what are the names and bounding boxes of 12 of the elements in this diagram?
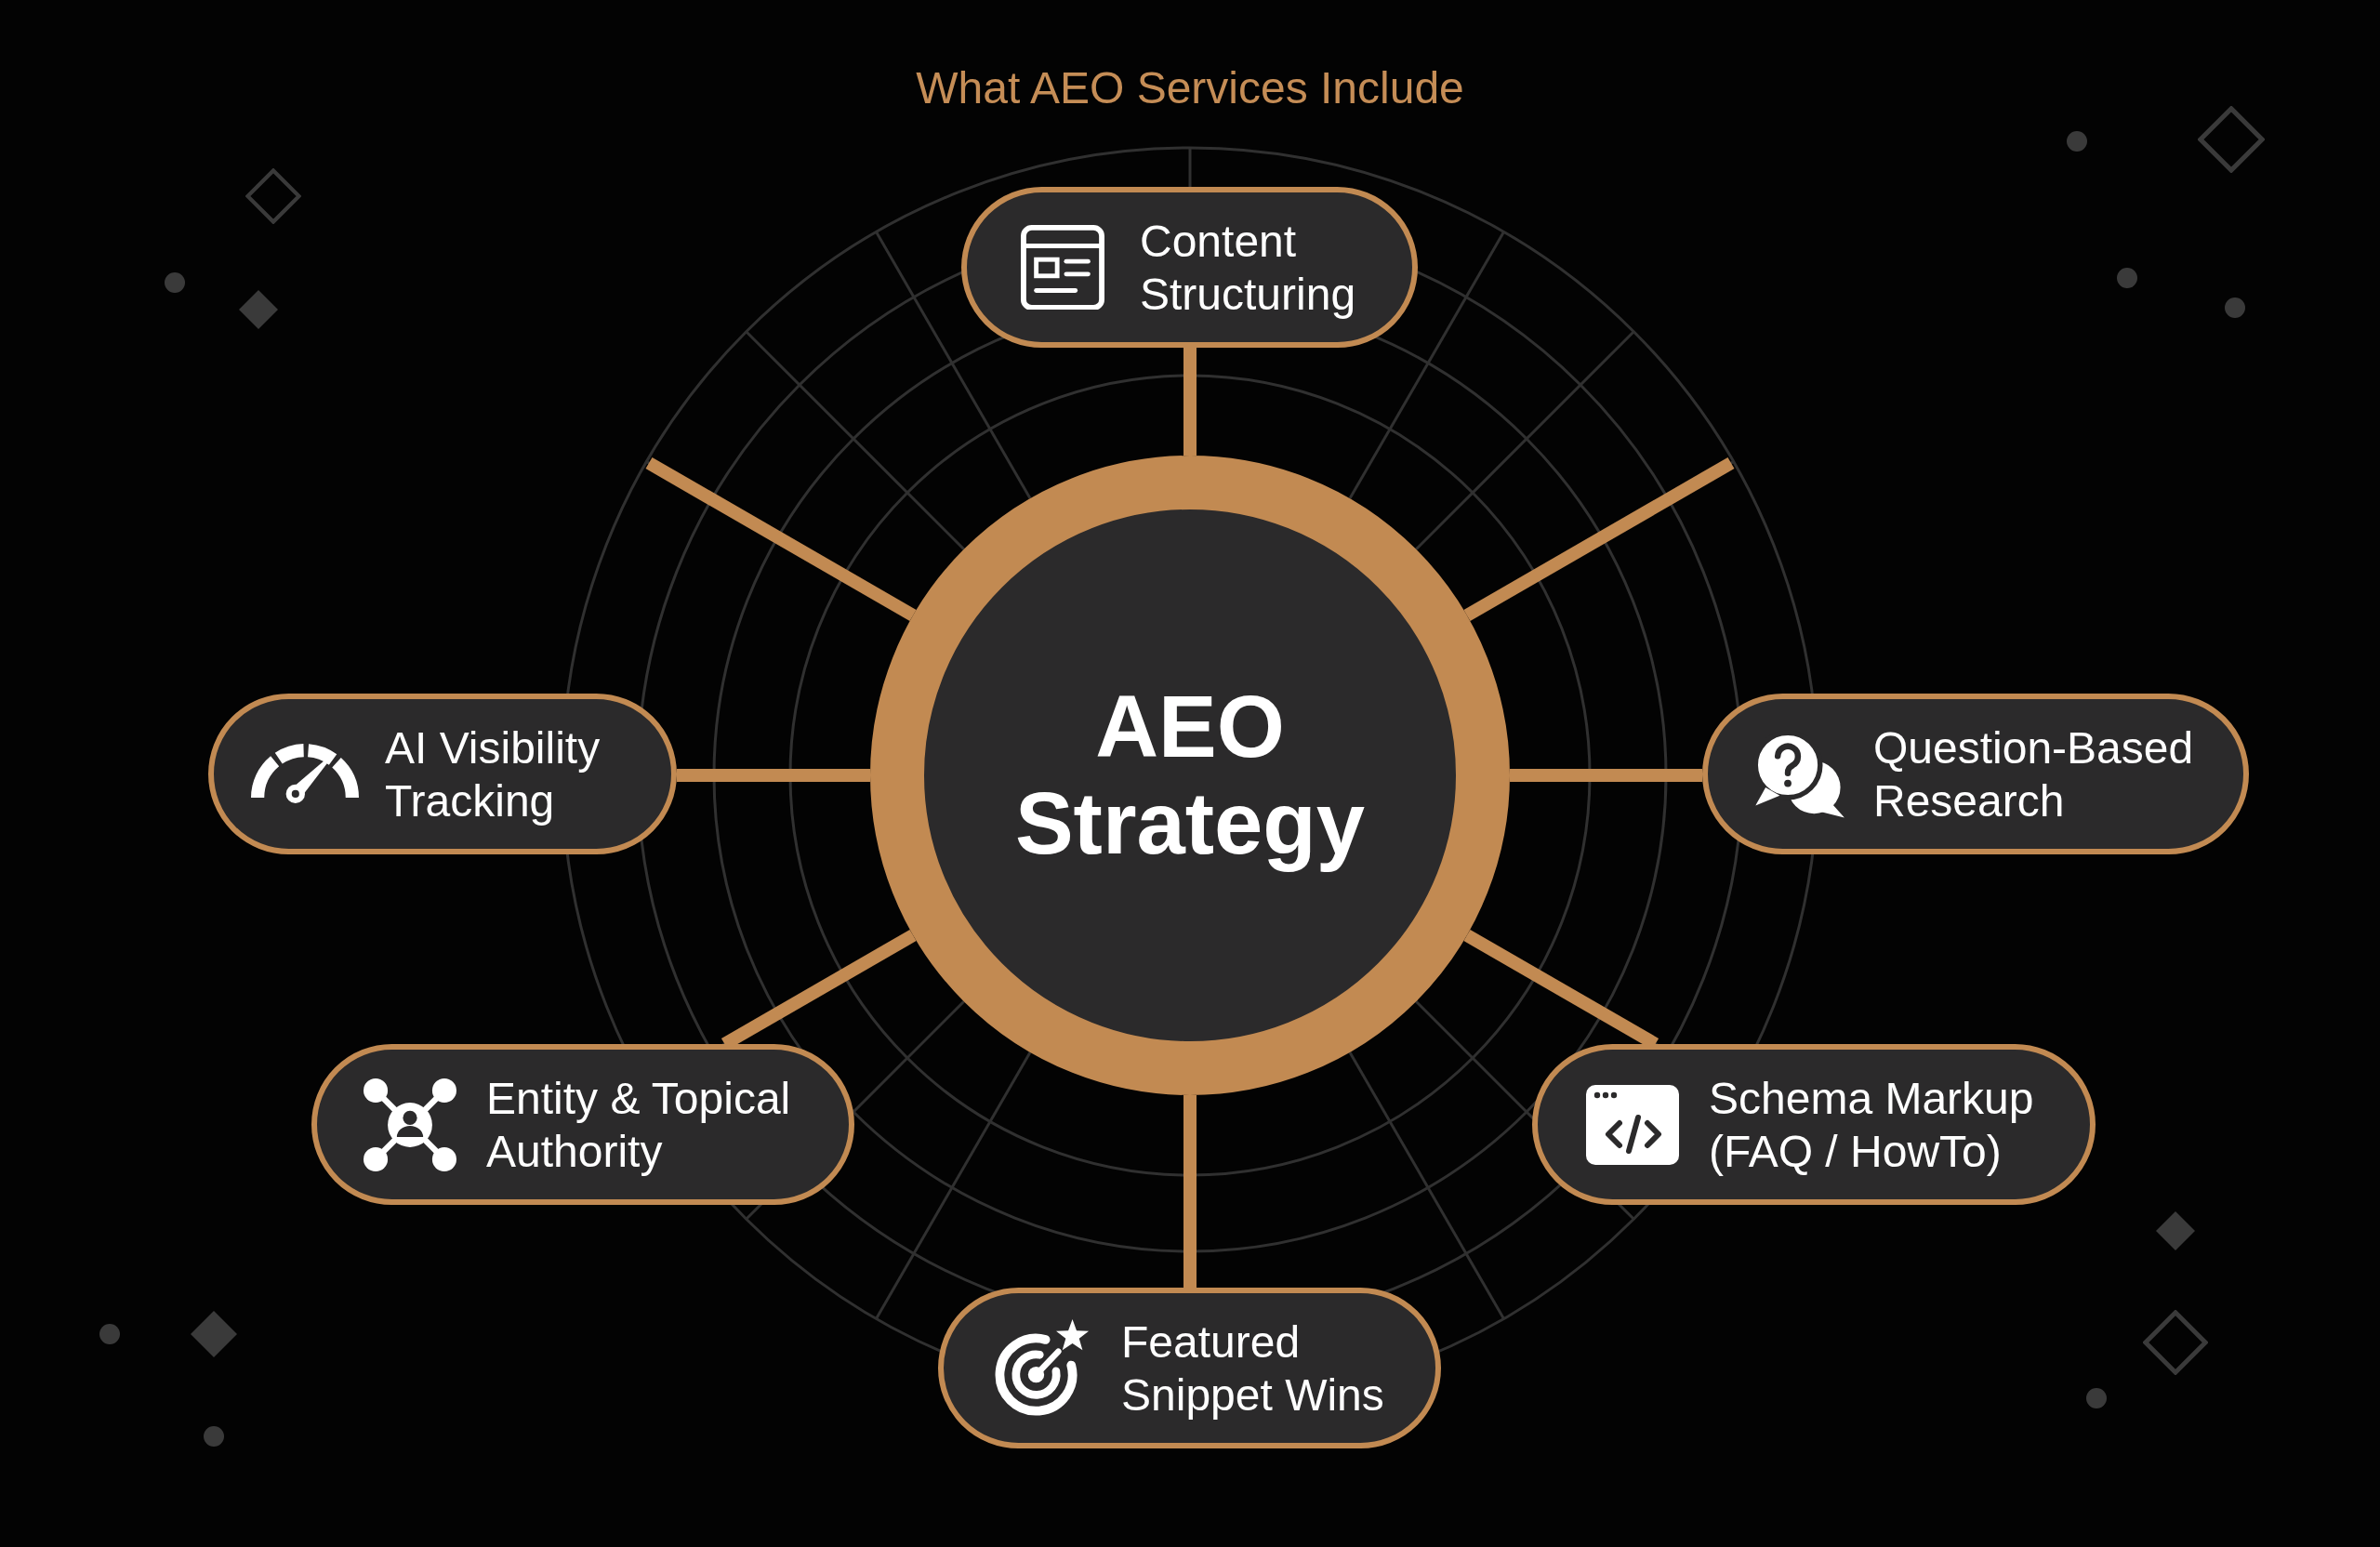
pill-label: Entity & Topical Authority [486,1072,792,1178]
connector-line [1183,1095,1197,1288]
pill-label: Featured Snippet Wins [1121,1316,1385,1421]
pill-label: Schema Markup (FAQ / HowTo) [1709,1072,2035,1178]
pill-label: Question-Based Research [1873,721,2195,827]
connector-line [1183,348,1197,456]
diagram-title: What AEO Services Include [916,62,1464,114]
pill-label: AI Visibility Tracking [385,721,602,827]
connector-line [677,769,870,782]
pill-label: Content Structuring [1140,215,1357,321]
connector-line [1510,769,1702,782]
center-label: AEO Strategy [1013,679,1367,872]
